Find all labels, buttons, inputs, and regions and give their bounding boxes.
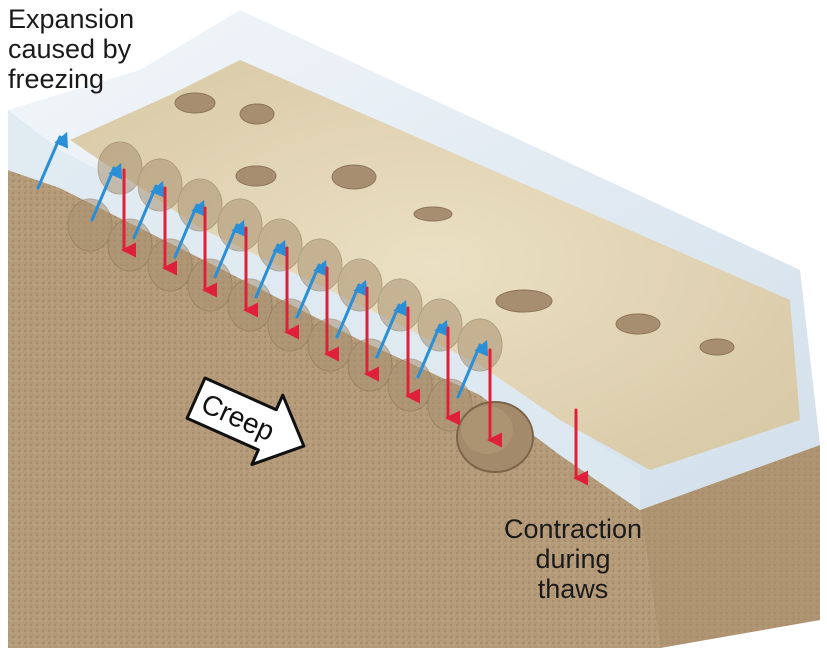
expansion-label: Expansion caused by freezing	[8, 4, 134, 94]
contraction-label: Contraction during thaws	[488, 514, 658, 604]
pebbles	[174, 92, 735, 356]
expansion-label-line-1: Expansion	[8, 4, 135, 34]
creep-rock-chain	[67, 141, 503, 432]
contraction-arrows	[121, 168, 588, 486]
expansion-label-line-2: caused by	[8, 34, 132, 64]
expansion-arrows	[36, 131, 489, 399]
expansion-label-line-3: freezing	[8, 64, 105, 94]
soil-top-surface	[70, 60, 800, 470]
contraction-label-line-2: during	[535, 544, 611, 574]
contraction-label-line-1: Contraction	[503, 514, 643, 544]
contraction-label-line-3: thaws	[537, 574, 609, 604]
creep-arrow: Creep	[185, 376, 306, 467]
